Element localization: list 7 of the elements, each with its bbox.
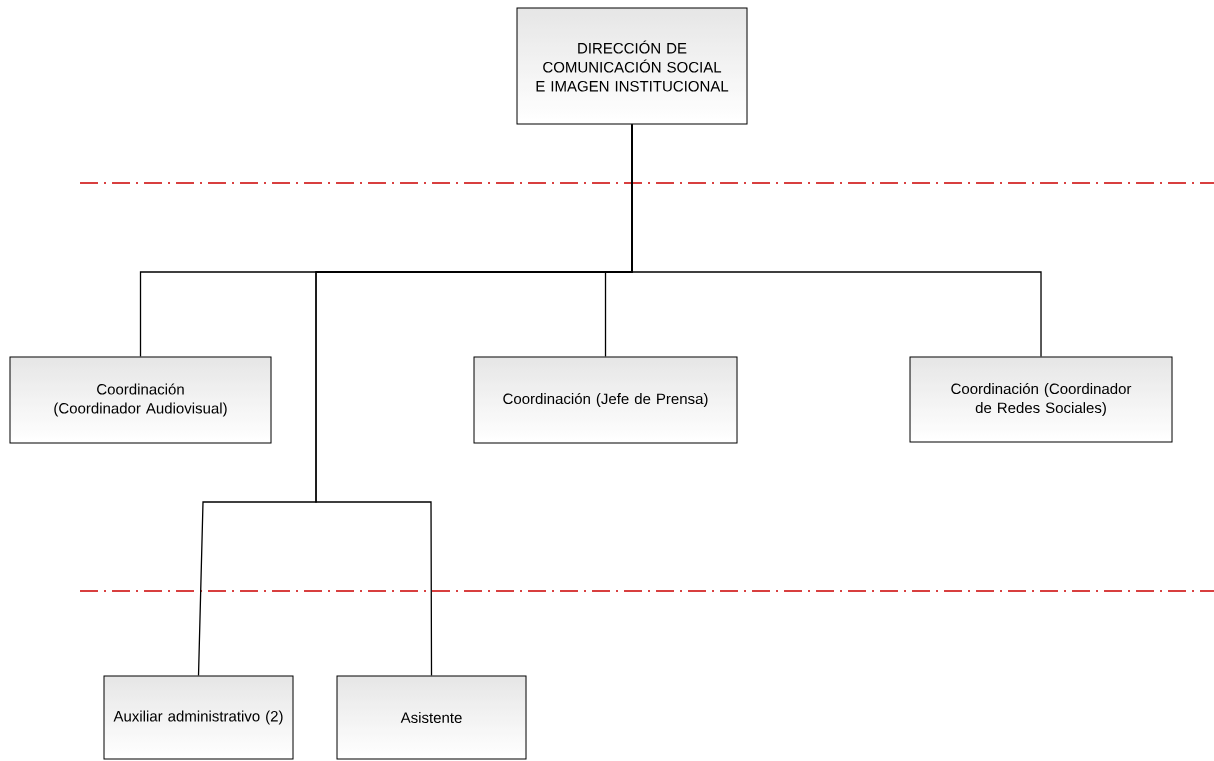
position-box: Auxiliar administrativo (2) (103, 675, 294, 760)
position-box: Coordinación (Jefe de Prensa) (473, 356, 738, 444)
position-box: Coordinación (Coordinador de Redes Sociales) (909, 356, 1173, 443)
connector-line (315, 123, 633, 677)
position-box: Asistente (336, 675, 527, 760)
position-box: Coordinación (Coordinador Audiovisual) (9, 356, 272, 444)
position-box: DIRECCIÓN DE COMUNICACIÓN SOCIAL E IMAGEN INSTITUCIONAL (516, 7, 748, 125)
